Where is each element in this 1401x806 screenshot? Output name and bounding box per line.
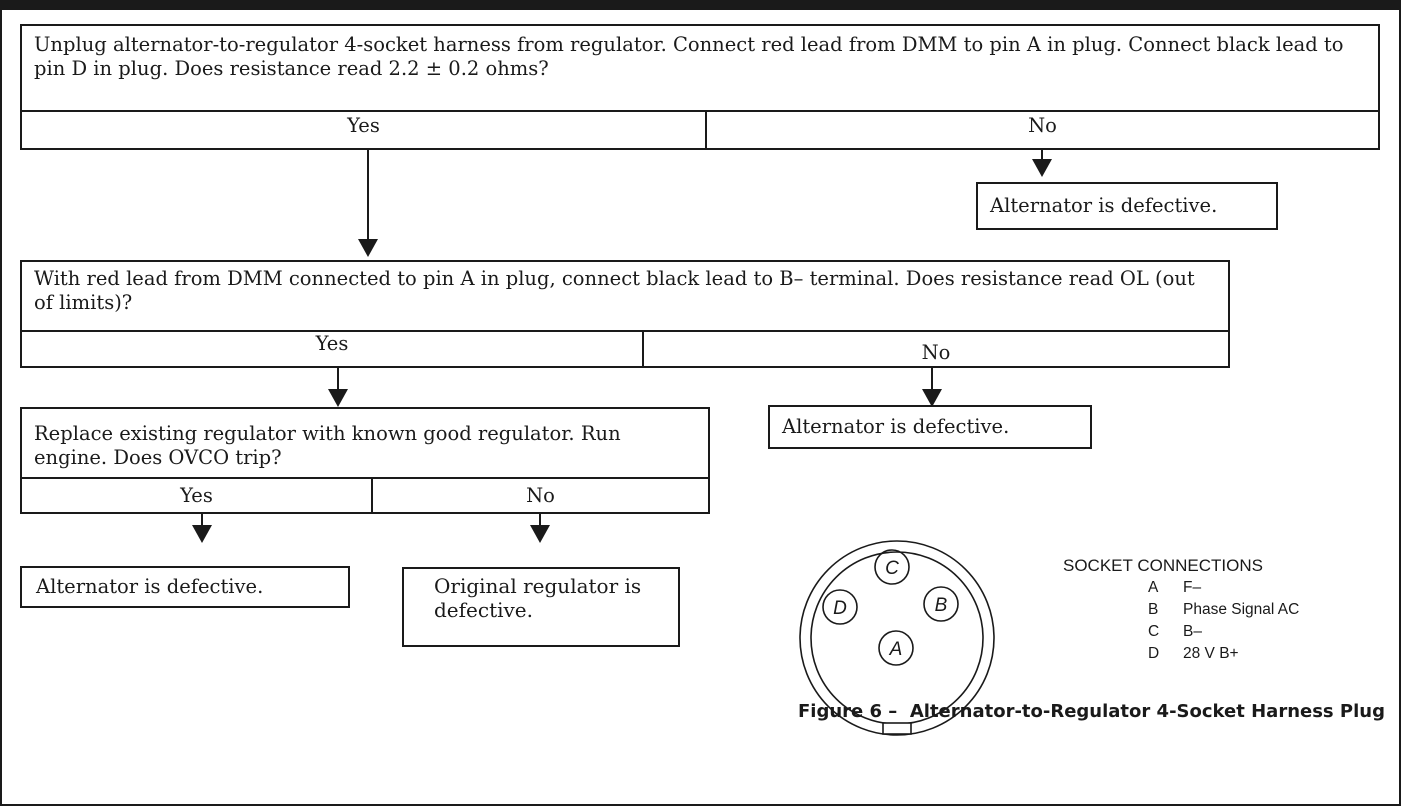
pin-b-label: B [935,595,948,616]
question-1-no: No [705,110,1380,150]
pin-c-circle [874,549,910,585]
question-2-yes: Yes [20,330,644,368]
arrow-q3-no [530,525,550,543]
legend-letter-d: D [1148,645,1160,662]
plug-key-tab [882,722,912,735]
connector-q2-no [931,368,933,390]
result-q1-no-text: Alternator is defective. [990,194,1218,217]
result-q3-no-text: Original regulator is defective. [434,574,642,622]
pin-a-label: A [889,639,903,660]
connector-q1-no [1041,150,1043,160]
result-q2-no-box: Alternator is defective. [768,405,1092,449]
result-q1-no-box: Alternator is defective. [976,182,1278,230]
pin-c-label: C [885,558,899,579]
legend-letter-b: B [1148,601,1159,618]
question-1-box: Unplug alternator-to-regulator 4-socket … [20,24,1380,112]
connector-q3-yes [201,514,203,526]
question-3-no: No [371,477,710,514]
result-q3-yes-text: Alternator is defective. [36,575,264,598]
harness-plug-diagram: C D B A [799,540,995,736]
pin-d-label: D [833,598,847,619]
arrow-q2-no [922,389,942,407]
legend-letter-a: A [1148,579,1159,596]
plug-outer-ring [799,540,995,736]
legend-desc-b: Phase Signal AC [1183,601,1300,618]
question-3-text: Replace existing regulator with known go… [34,422,621,469]
legend-title: SOCKET CONNECTIONS [1063,556,1263,575]
question-2-box: With red lead from DMM connected to pin … [20,260,1230,332]
legend-desc-d: 28 V B+ [1183,645,1239,662]
question-3-yes: Yes [20,477,373,514]
connector-q1-yes [367,150,369,240]
question-3-box: Replace existing regulator with known go… [20,407,710,479]
pin-a-circle [878,630,914,666]
arrow-q1-no [1032,159,1052,177]
result-q3-yes-box: Alternator is defective. [20,566,350,608]
arrow-q2-yes [328,389,348,407]
pin-b-circle [923,586,959,622]
question-2-text: With red lead from DMM connected to pin … [34,267,1195,314]
result-q3-no-box: Original regulator is defective. [402,567,680,647]
pin-d-circle [822,589,858,625]
arrow-q1-yes [358,239,378,257]
figure-caption: Figure 6 – Alternator-to-Regulator 4-Soc… [798,701,1385,722]
question-2-no: No [642,330,1230,368]
question-1-text: Unplug alternator-to-regulator 4-socket … [34,33,1344,80]
question-1-yes: Yes [20,110,707,150]
legend-desc-a: F– [1183,579,1202,596]
legend-desc-c: B– [1183,623,1202,640]
connector-q2-yes [337,368,339,390]
legend-letter-c: C [1148,623,1160,640]
arrow-q3-yes [192,525,212,543]
result-q2-no-text: Alternator is defective. [782,415,1010,438]
connector-q3-no [539,514,541,526]
